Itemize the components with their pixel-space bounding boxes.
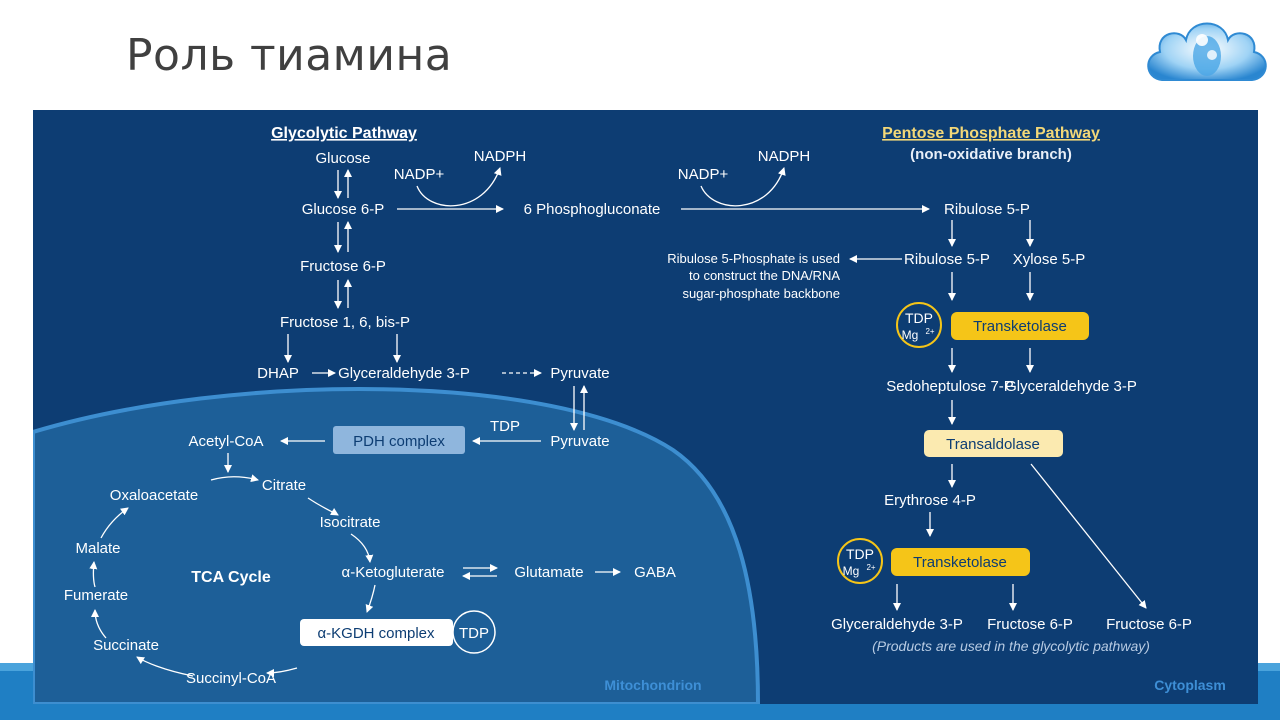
mg-charge-2: 2+ [866, 563, 875, 572]
mg-1: Mg [902, 328, 919, 342]
logo [1147, 22, 1267, 81]
nadp-plus-2: NADP+ [678, 166, 729, 183]
akgdh-complex-box: α-KGDH complex TDP [300, 610, 496, 654]
pentose-heading: Pentose Phosphate Pathway [882, 125, 1100, 142]
ribulose-5-p: Ribulose 5-P [904, 251, 990, 268]
ribulose-note-line-3: sugar-phosphate backbone [682, 286, 840, 301]
glyceraldehyde-3-p: Glyceraldehyde 3-P [338, 365, 470, 382]
acetyl-coa: Acetyl-CoA [188, 433, 263, 450]
nadph-2: NADPH [758, 148, 811, 165]
erythrose-4-p: Erythrose 4-P [884, 492, 976, 509]
pentose-glyceraldehyde-3-p: Glyceraldehyde 3-P [1005, 378, 1137, 395]
alpha-ketogluterate: α-Ketogluterate [342, 564, 445, 581]
nadp-plus-1: NADP+ [394, 166, 445, 183]
transketolase-2: Transketolase [913, 554, 1007, 571]
succinyl-coa: Succinyl-CoA [186, 670, 276, 687]
dhap: DHAP [257, 365, 299, 382]
malate: Malate [75, 540, 120, 557]
products-note: (Products are used in the glycolytic pat… [872, 638, 1150, 654]
citrate: Citrate [262, 477, 306, 494]
gaba: GABA [634, 564, 676, 581]
cytoplasm-label: Cytoplasm [1154, 677, 1226, 693]
pentose-subheading: (non-oxidative branch) [910, 146, 1072, 163]
isocitrate: Isocitrate [320, 514, 381, 531]
mitochondrion-membrane [33, 387, 761, 704]
transketolase-1: Transketolase [973, 318, 1067, 335]
ribulose-5-p-top: Ribulose 5-P [944, 201, 1030, 218]
succinate: Succinate [93, 637, 159, 654]
transaldolase: Transaldolase [946, 436, 1040, 453]
pathway-arrows [89, 167, 1147, 677]
tdp-1: TDP [905, 310, 933, 326]
tdp-2: TDP [846, 546, 874, 562]
transketolase-1-box: Transketolase TDP Mg 2+ [896, 302, 1089, 348]
glucose: Glucose [315, 150, 370, 167]
xylose-5-p: Xylose 5-P [1013, 251, 1086, 268]
fumerate: Fumerate [64, 587, 128, 604]
transaldolase-box: Transaldolase [924, 430, 1063, 457]
pdh-complex-box: PDH complex [333, 426, 465, 454]
mg-2: Mg [843, 564, 860, 578]
pyruvate-mito: Pyruvate [550, 433, 609, 450]
ribulose-note-line-1: Ribulose 5-Phosphate is used [667, 251, 840, 266]
fructose-6-p: Fructose 6-P [300, 258, 386, 275]
pdh-complex: PDH complex [353, 433, 445, 450]
tdp-pdh: TDP [490, 418, 520, 435]
oxaloacetate: Oxaloacetate [110, 487, 198, 504]
pyruvate: Pyruvate [550, 365, 609, 382]
product-fructose-6-p-2: Fructose 6-P [1106, 616, 1192, 633]
fructose-1-6-bis-p: Fructose 1, 6, bis-P [280, 314, 410, 331]
mitochondrion-label: Mitochondrion [604, 677, 701, 693]
akgdh-complex: α-KGDH complex [317, 625, 435, 642]
glutamate: Glutamate [514, 564, 583, 581]
glycolytic-heading: Glycolytic Pathway [271, 125, 417, 142]
sedoheptulose-7-p: Sedoheptulose 7-P [886, 378, 1014, 395]
tdp-akgdh: TDP [459, 625, 489, 642]
glucose-6-p: Glucose 6-P [302, 201, 385, 218]
transketolase-2-box: Transketolase TDP Mg 2+ [837, 538, 1030, 584]
pathway-diagram: Glycolytic Pathway Pentose Phosphate Pat… [33, 110, 1258, 704]
ribulose-note-line-2: to construct the DNA/RNA [689, 268, 840, 283]
slide-title: Роль тиамина [126, 30, 453, 81]
6-phosphogluconate: 6 Phosphogluconate [524, 201, 661, 218]
nadph-1: NADPH [474, 148, 527, 165]
product-fructose-6-p-1: Fructose 6-P [987, 616, 1073, 633]
tca-cycle-label: TCA Cycle [191, 569, 271, 586]
mg-charge-1: 2+ [925, 327, 934, 336]
product-glyceraldehyde-3-p: Glyceraldehyde 3-P [831, 616, 963, 633]
